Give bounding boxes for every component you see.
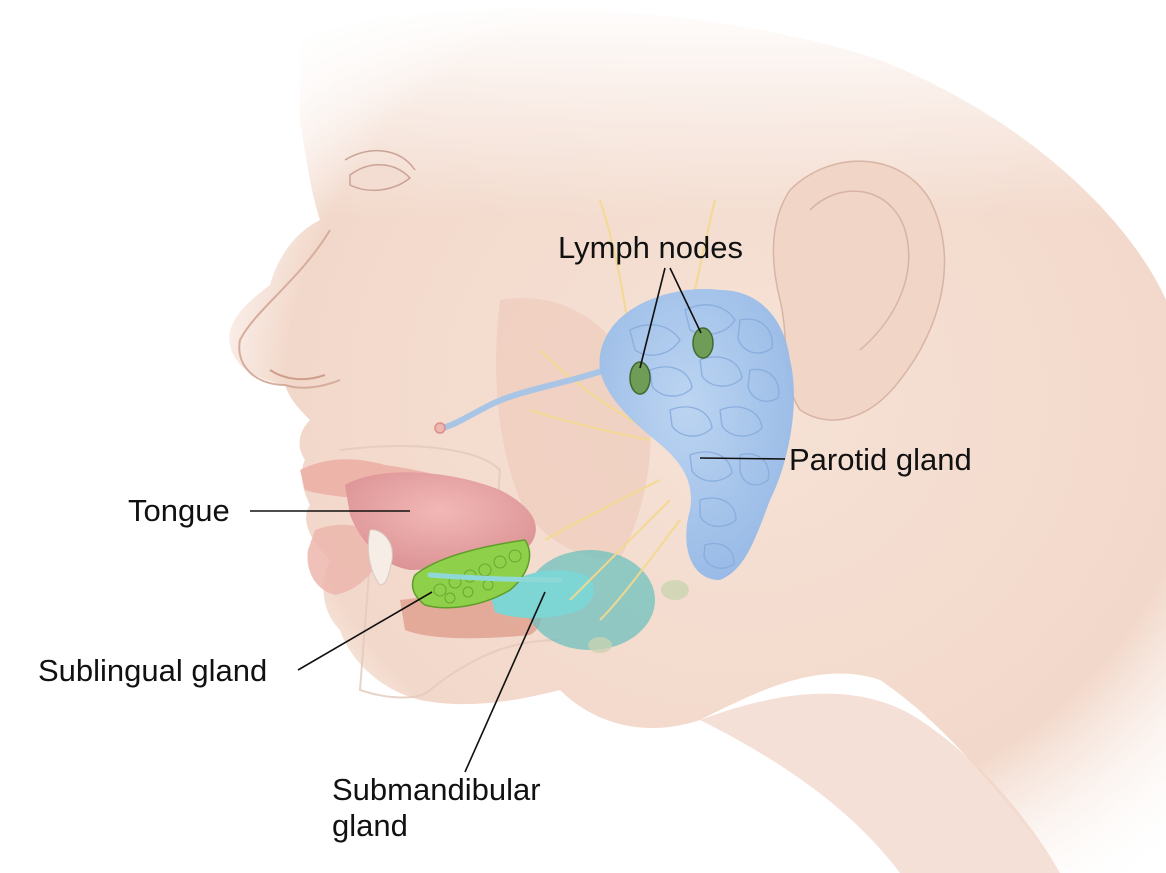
cervical-node [588, 637, 612, 653]
eye [349, 164, 412, 192]
neck-shading [700, 693, 1060, 873]
label-sublingual-gland: Sublingual gland [38, 653, 268, 688]
tongue-shape [345, 472, 536, 570]
ear [772, 160, 946, 421]
parotid-gland-body [599, 289, 794, 580]
lower-lip [307, 524, 385, 595]
leader-lymph-2 [669, 267, 702, 334]
parotid-duct-opening [434, 422, 446, 434]
lymph-node-1 [629, 361, 651, 395]
submandibular-duct [427, 572, 563, 583]
nose [238, 229, 341, 389]
label-submandibular-gland-line1: Submandibular [332, 772, 541, 807]
lymph-node-2 [692, 327, 714, 359]
label-lymph-nodes: Lymph nodes [558, 230, 743, 265]
leader-lymph-1 [639, 267, 666, 369]
leader-sublingual [297, 591, 433, 671]
leader-lines [250, 267, 786, 773]
label-submandibular-gland-line2: gland [332, 808, 408, 843]
leader-parotid [699, 457, 786, 460]
cervical-node [661, 580, 689, 600]
parotid-duct [439, 367, 608, 431]
label-tongue: Tongue [128, 493, 230, 528]
leader-submandibular [464, 591, 546, 773]
label-parotid-gland: Parotid gland [789, 442, 972, 477]
incisor [367, 529, 393, 586]
